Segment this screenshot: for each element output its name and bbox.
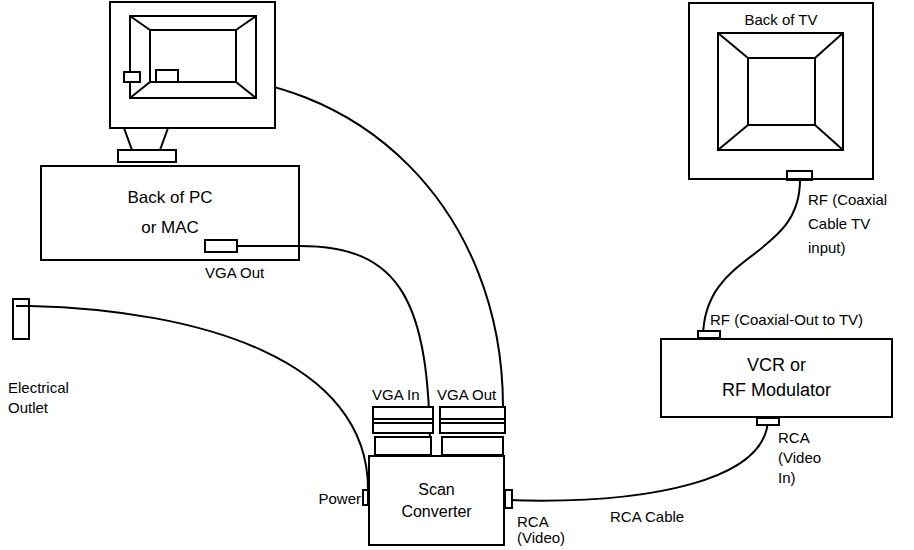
monitor-port — [156, 70, 178, 82]
port-lead — [237, 245, 300, 247]
scan-converter-box: Scan Converter — [368, 455, 505, 546]
tv-bevel — [718, 33, 748, 58]
label-holder: RCA (Video In) — [778, 428, 836, 488]
vga-connector — [375, 437, 431, 455]
port-label: VGA In — [372, 386, 432, 404]
vga-port — [205, 240, 237, 252]
monitor-bevel — [236, 16, 256, 30]
tv-bezel — [718, 33, 843, 150]
node-text: Back of PC or MAC — [110, 183, 230, 243]
monitor-port — [124, 72, 140, 82]
node-text: Back of TV — [696, 10, 866, 30]
vga-connector — [442, 437, 503, 455]
cable-label: RCA Cable — [608, 508, 686, 526]
tv-screen — [748, 58, 815, 125]
port-label: RCA (Video) — [517, 514, 579, 546]
vga-connector — [373, 423, 433, 433]
outlet-slot — [16, 305, 30, 307]
node-text: Scan Converter — [387, 479, 487, 523]
label-holder: Power — [316, 490, 361, 508]
cable — [30, 306, 368, 489]
label-holder: RF (Coaxial-Out to TV) — [710, 311, 900, 329]
label-holder: VGA Out — [437, 386, 501, 404]
rca-port — [757, 418, 779, 425]
monitor-bevel — [130, 16, 150, 30]
port-label: RCA (Video In) — [778, 428, 836, 488]
vcr-box: VCR or RF Modulator — [660, 338, 893, 418]
label-holder: VGA Out — [205, 264, 285, 282]
port-label: VGA Out — [205, 264, 285, 282]
monitor-bevel — [236, 82, 256, 98]
label-holder: RF (Coaxial Cable TV input) — [808, 188, 908, 260]
vga-connector — [440, 423, 505, 433]
vga-connector — [440, 407, 505, 419]
tv-bevel — [718, 125, 748, 150]
port-label: VGA Out — [437, 386, 501, 404]
label-holder: RCA (Video) — [517, 514, 579, 546]
port-label: RF (Coaxial-Out to TV) — [710, 311, 900, 329]
outlet-box: Electrical Outlet — [12, 298, 30, 340]
tv-bevel — [815, 125, 843, 150]
tv-bevel — [815, 33, 843, 58]
computer-box: Back of PC or MAC — [40, 165, 300, 261]
rca-port — [505, 490, 512, 508]
label-holder: VGA In — [372, 386, 432, 404]
port-label: RF (Coaxial Cable TV input) — [808, 188, 908, 260]
monitor-neck — [124, 128, 168, 150]
tv-box: Back of TV — [688, 2, 874, 180]
monitor-bevel — [130, 82, 150, 98]
monitor-housing — [110, 2, 275, 128]
vga-connector — [373, 407, 433, 419]
cable — [505, 418, 768, 501]
port-label: Power — [316, 490, 361, 508]
rf-port — [698, 331, 720, 338]
monitor-bezel — [130, 16, 256, 98]
label-holder: RCA Cable — [608, 508, 686, 526]
node-text: Electrical Outlet — [8, 378, 93, 418]
monitor-screen — [150, 30, 236, 82]
node-text: VCR or RF Modulator — [692, 353, 862, 403]
monitor-base — [118, 150, 176, 162]
